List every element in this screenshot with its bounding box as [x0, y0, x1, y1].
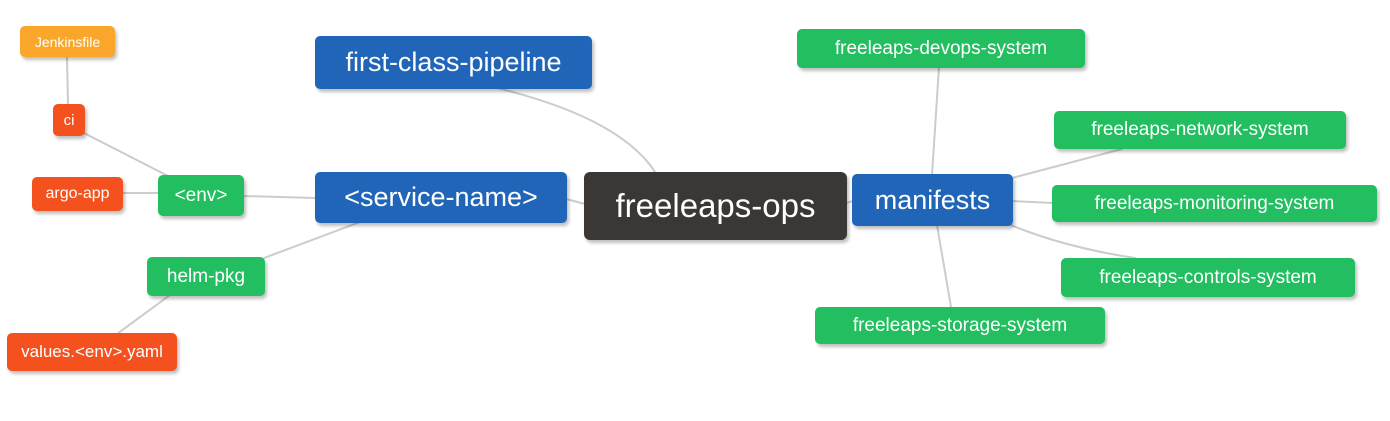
edge-manifests-controls [1005, 222, 1136, 259]
edge-manifests-devops [931, 66, 940, 176]
edge-jenkinsfile-ci [66, 56, 69, 105]
edge-manifests-network [1011, 148, 1123, 179]
edge-manifests-monitoring [1011, 200, 1054, 204]
node-values-env-yaml[interactable]: values.<env>.yaml [7, 333, 177, 371]
edge-helm-pkg-values [116, 294, 171, 335]
edge-ci-env [81, 131, 169, 177]
node-service-name[interactable]: <service-name> [315, 172, 567, 223]
node-freeleaps-network-system[interactable]: freeleaps-network-system [1054, 111, 1346, 149]
edge-pipeline-root [496, 87, 656, 173]
node-env[interactable]: <env> [158, 175, 244, 216]
node-manifests[interactable]: manifests [852, 174, 1013, 226]
node-freeleaps-storage-system[interactable]: freeleaps-storage-system [815, 307, 1105, 344]
edge-env-service-name [242, 195, 316, 199]
node-first-class-pipeline[interactable]: first-class-pipeline [315, 36, 592, 89]
node-jenkinsfile[interactable]: Jenkinsfile [20, 26, 115, 57]
node-argo-app[interactable]: argo-app [32, 177, 123, 211]
node-freeleaps-controls-system[interactable]: freeleaps-controls-system [1061, 258, 1355, 297]
node-freeleaps-ops-root[interactable]: freeleaps-ops [584, 172, 847, 240]
node-freeleaps-devops-system[interactable]: freeleaps-devops-system [797, 29, 1085, 68]
edge-service-name-helm-pkg [263, 221, 361, 259]
node-ci[interactable]: ci [53, 104, 85, 136]
edge-service-name-root [565, 198, 586, 205]
node-helm-pkg[interactable]: helm-pkg [147, 257, 265, 296]
node-freeleaps-monitoring-system[interactable]: freeleaps-monitoring-system [1052, 185, 1377, 222]
edge-manifests-storage [936, 224, 952, 308]
